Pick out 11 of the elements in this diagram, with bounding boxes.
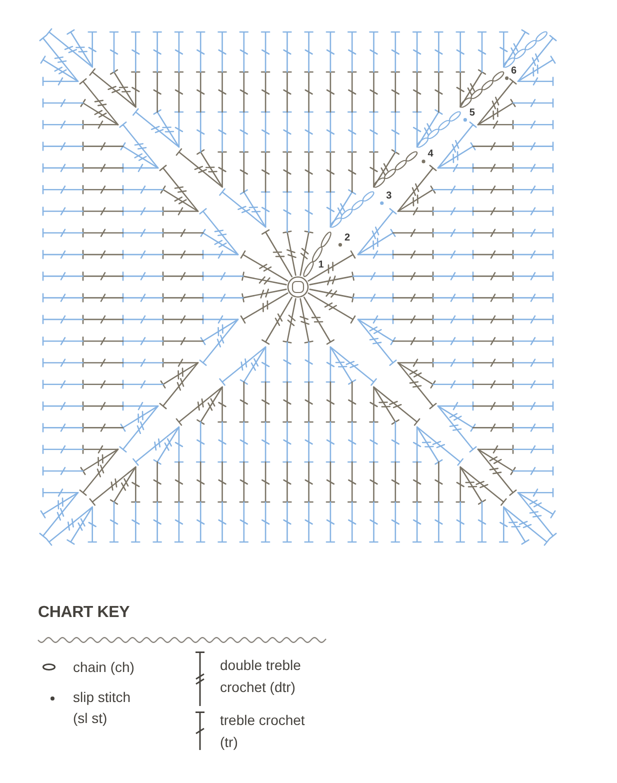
- legend-label: treble crochet (tr): [220, 711, 306, 752]
- legend-label: double treble crochet (dtr): [220, 656, 302, 697]
- round-number: 4: [428, 150, 434, 159]
- legend-label: chain (ch): [73, 658, 136, 677]
- chart-key-heading: CHART KEY: [38, 604, 130, 622]
- round-number: 3: [386, 192, 392, 201]
- round-number: 1: [318, 260, 324, 270]
- legend-label: slip stitch (sl st): [73, 688, 132, 728]
- round-number: 6: [511, 66, 517, 76]
- round-number: 2: [344, 233, 350, 242]
- round-number: 5: [469, 108, 475, 118]
